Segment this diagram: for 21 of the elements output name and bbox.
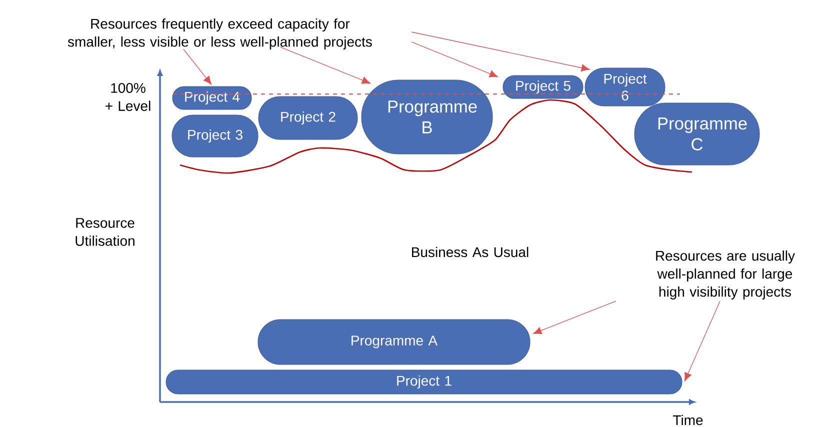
leader-line — [183, 48, 212, 85]
project-pill: Project 6 — [584, 68, 666, 106]
leader-line — [533, 300, 616, 334]
project-pill: Project 4 — [172, 86, 252, 110]
programme-pill: Programme A — [258, 319, 530, 365]
leader-line — [280, 46, 370, 84]
axis-label: Time — [673, 414, 703, 426]
project-pill: Project 3 — [172, 114, 258, 158]
leader-line — [411, 42, 498, 78]
project-pill: Project 2 — [258, 96, 358, 140]
leader-line — [411, 32, 590, 72]
callout-text: Resources frequently exceed capacity for smaller, less visible or less well-planned projects — [68, 18, 372, 50]
project-pill: Project 1 — [166, 370, 682, 394]
programme-pill: Programme B — [361, 80, 493, 154]
project-pill: Project 5 — [502, 75, 584, 99]
axis-label: Business As Usual — [412, 246, 528, 258]
programme-pill: Programme C — [634, 102, 760, 166]
axis-label: Resource Utilisation — [76, 218, 134, 246]
axis-label: 100% + Level — [106, 83, 150, 111]
leader-line — [684, 300, 720, 382]
callout-text: Resources are usually well-planned for large high visibility projects — [656, 250, 795, 300]
